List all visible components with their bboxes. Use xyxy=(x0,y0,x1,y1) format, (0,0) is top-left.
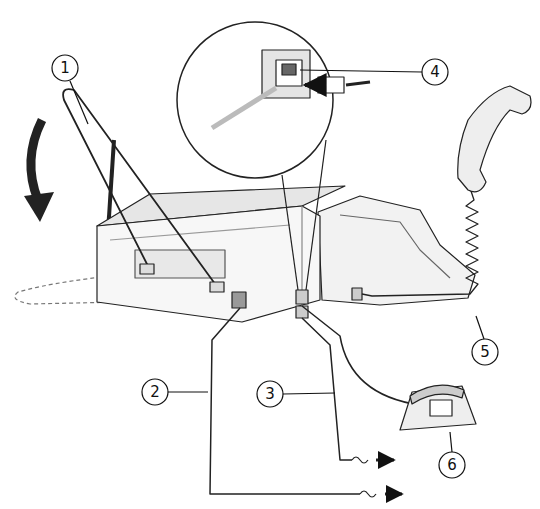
telephone-line xyxy=(302,318,352,460)
callout-number: 1 xyxy=(52,55,78,81)
power-cord xyxy=(210,308,360,494)
callout-number: 6 xyxy=(439,452,465,478)
fold-arrow xyxy=(31,120,42,200)
magnifier xyxy=(177,22,333,178)
callout-marks xyxy=(52,55,498,478)
callout-number: 3 xyxy=(257,381,283,407)
extension-phone xyxy=(400,386,476,430)
handset xyxy=(458,86,531,192)
paper-tray xyxy=(318,196,475,305)
body-back xyxy=(97,206,320,322)
callout-number: 5 xyxy=(472,339,498,365)
handset-cord xyxy=(362,188,478,296)
callout-number: 4 xyxy=(422,59,448,85)
callout-number: 2 xyxy=(142,379,168,405)
